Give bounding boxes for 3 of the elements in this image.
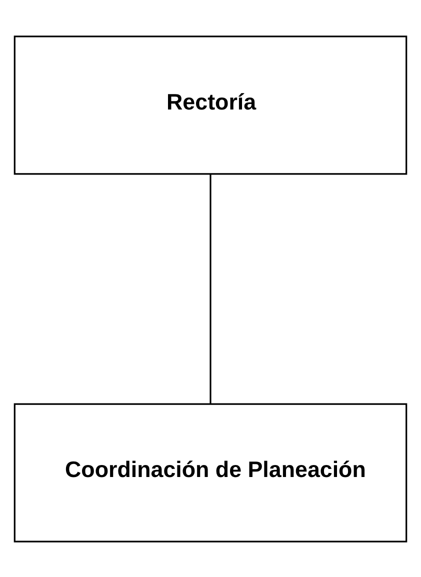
connector: [210, 174, 212, 404]
node-box: Coordinación de Planeación: [14, 402, 408, 542]
node-box: Rectoría: [14, 35, 408, 174]
